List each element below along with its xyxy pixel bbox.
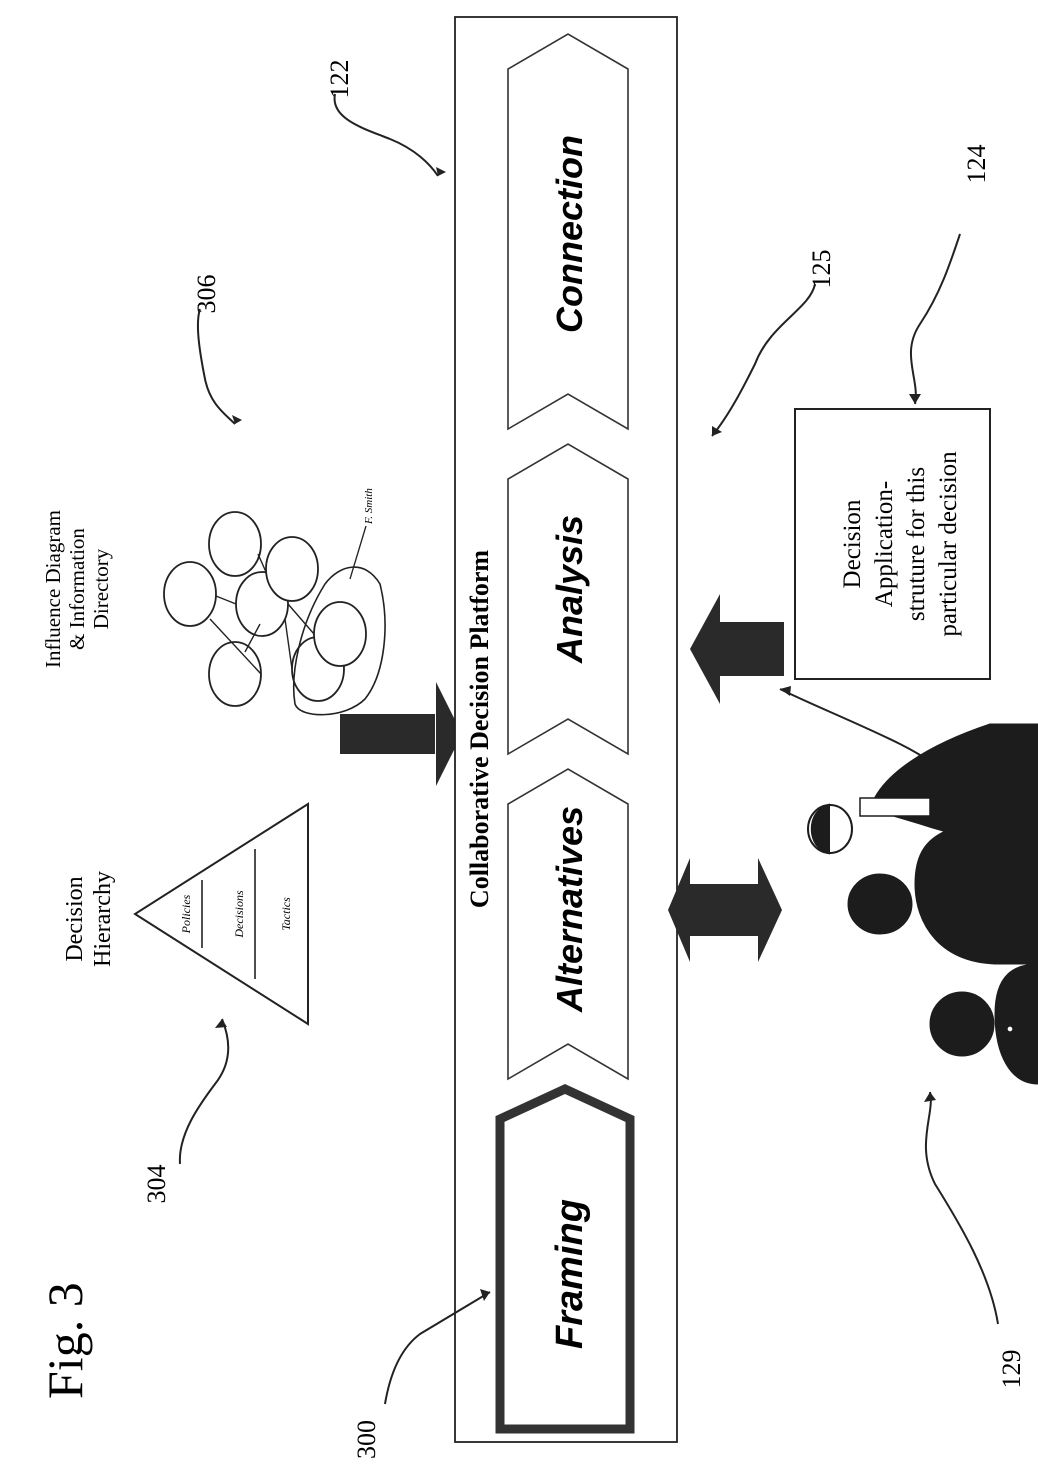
hierarchy-title-line2: Hierarchy — [90, 871, 116, 967]
influence-link-2 — [284, 618, 293, 670]
leader-122 — [333, 93, 439, 177]
ref-122: 122 — [325, 60, 354, 99]
step-framing-label: Framing — [549, 1199, 591, 1349]
application-line-3: struture for this — [903, 467, 930, 621]
leader-304 — [178, 1018, 230, 1165]
person-hair-3 — [810, 803, 831, 855]
decision-hierarchy: Decision Hierarchy Policies Decisions Ta… — [62, 802, 309, 1026]
ref-300: 300 — [352, 1420, 381, 1459]
influence-node-7 — [313, 601, 367, 667]
people-group-illustration — [807, 723, 1038, 1085]
leader-124 — [910, 233, 961, 405]
person-detail — [1006, 1025, 1014, 1033]
ref-124: 124 — [962, 145, 991, 184]
application-box-frame — [794, 408, 991, 680]
leader-125-arrowhead — [712, 426, 722, 436]
leader-128-arrowhead — [780, 686, 791, 696]
hierarchy-level-policies: Policies — [179, 894, 193, 934]
influence-link-5 — [257, 553, 267, 573]
influence-node-3 — [208, 511, 262, 577]
hierarchy-level-tactics: Tactics — [279, 897, 293, 931]
influence-link-1 — [209, 618, 262, 675]
step-analysis-label: Analysis — [549, 515, 590, 664]
person-shirt-3 — [859, 797, 931, 817]
application-line-4: particular decision — [935, 451, 962, 637]
step-framing-chevron — [495, 1084, 635, 1434]
step-connection-chevron — [507, 33, 629, 431]
leader-306 — [196, 308, 236, 425]
person-body-2 — [994, 963, 1038, 1085]
influence-title-line3: Directory — [89, 548, 113, 629]
decision-application-box: Decision Application- struture for this … — [794, 408, 991, 680]
influence-diagram: Influence Diagram & Information Director… — [41, 488, 386, 716]
leader-122-arrowhead — [436, 167, 446, 176]
hierarchy-level-decisions: Decisions — [232, 890, 246, 939]
leader-125 — [711, 283, 816, 437]
influence-group-outline — [292, 566, 386, 716]
leader-129-arrowhead — [924, 1092, 936, 1102]
arrow-platform-people-bidirectional — [668, 858, 782, 962]
ref-306: 306 — [192, 275, 221, 314]
ref-304: 304 — [142, 1165, 171, 1204]
ref-129: 129 — [997, 1350, 1026, 1389]
person-head-2 — [929, 991, 995, 1057]
hierarchy-triangle — [133, 802, 309, 1026]
influence-title-line2: & Information — [65, 528, 89, 650]
application-line-1: Decision — [839, 499, 866, 588]
influence-node-1 — [208, 641, 262, 707]
influence-link-3 — [287, 603, 315, 635]
leader-300-arrowhead — [480, 1289, 490, 1301]
influence-link-4 — [215, 595, 237, 605]
influence-link-6 — [244, 623, 261, 653]
influence-title-line1: Influence Diagram — [41, 510, 65, 668]
step-alternatives-chevron — [507, 768, 629, 1081]
application-line-2: Application- — [871, 481, 898, 607]
influence-node-2 — [163, 561, 217, 627]
step-alternatives-label: Alternatives — [549, 806, 590, 1013]
leader-129 — [924, 1091, 999, 1325]
influence-callout-pointer — [349, 525, 367, 580]
hierarchy-title-line1: Decision — [62, 876, 88, 961]
influence-node-5 — [265, 536, 319, 602]
leader-300 — [384, 1291, 491, 1405]
leader-306-arrowhead — [232, 415, 242, 424]
ref-125: 125 — [807, 250, 836, 289]
arrow-application-to-platform — [690, 594, 784, 704]
influence-callout-label: F. Smith — [363, 488, 375, 525]
leader-304-arrowhead — [215, 1019, 227, 1028]
person-head-1 — [847, 873, 913, 935]
step-connection-label: Connection — [549, 135, 590, 333]
leader-124-arrowhead — [909, 394, 921, 404]
platform-panel: Collaborative Decision Platform Framing … — [454, 16, 678, 1443]
figure-label: Fig. 3 — [37, 1282, 93, 1399]
step-analysis-chevron — [507, 443, 629, 756]
arrow-platform-to-diagram — [340, 682, 462, 786]
platform-title: Collaborative Decision Platform — [465, 550, 494, 908]
